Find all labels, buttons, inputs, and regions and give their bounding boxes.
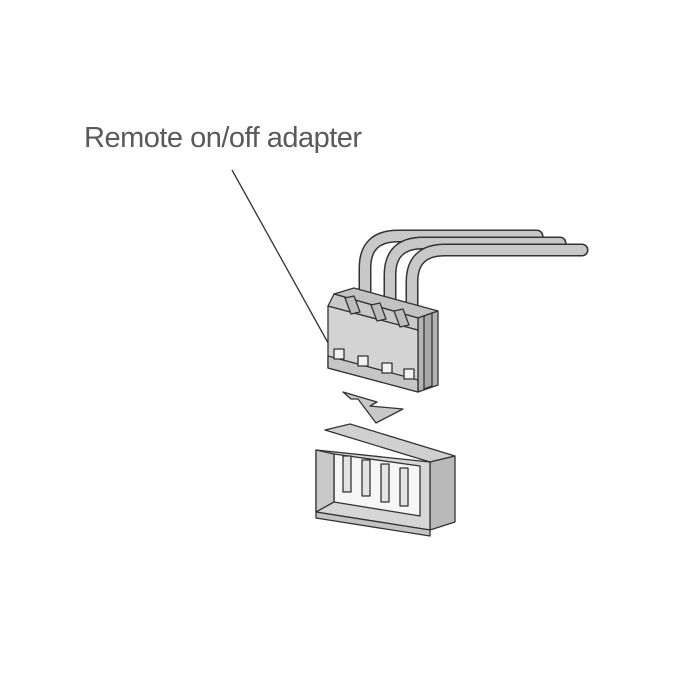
- adapter-wires: [358, 229, 589, 325]
- adapter-plug: [327, 287, 439, 393]
- callout-leader-line: [231, 169, 333, 351]
- wire-3: [405, 243, 589, 325]
- insertion-arrow: [342, 391, 404, 424]
- adapter-callout-label: Remote on/off adapter: [84, 122, 362, 154]
- header-receptacle: [315, 423, 456, 537]
